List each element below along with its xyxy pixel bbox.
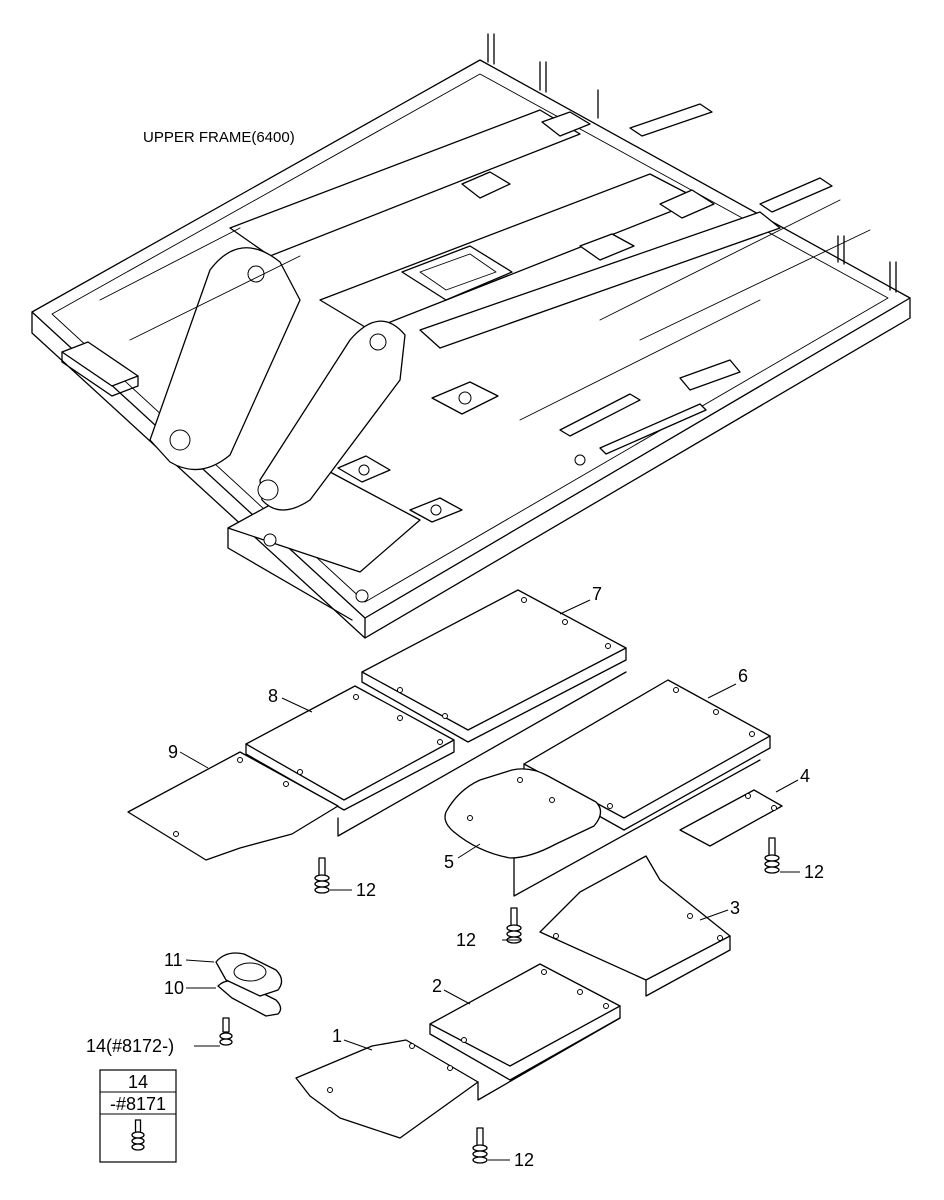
cover-plate-5 [444, 768, 602, 859]
bolt-icon [219, 1017, 233, 1046]
bolts [219, 837, 780, 1164]
cover-plate-9 [127, 751, 339, 861]
frame-title: UPPER FRAME(6400) [143, 129, 295, 146]
bolt-icon [472, 1127, 488, 1164]
cover-plate-10 [217, 980, 282, 1017]
cover-plate-4 [679, 789, 783, 847]
label-12-d: 12 [514, 1150, 534, 1170]
upper-frame-drawing [31, 33, 911, 639]
bolt-icon [506, 907, 522, 944]
cover-plate-7 [361, 589, 627, 731]
cover-plate-3 [539, 855, 731, 981]
leader-lines [179, 599, 800, 1161]
label-12-b: 12 [456, 930, 476, 950]
legend-serial-range: -#8171 [110, 1094, 166, 1114]
label-1: 1 [332, 1026, 342, 1046]
label-5: 5 [444, 852, 454, 872]
bolt-icon [314, 857, 330, 894]
label-10: 10 [164, 978, 184, 998]
bolt-icon [131, 1119, 145, 1151]
bolt-icon [764, 837, 780, 874]
cover-plates [127, 589, 783, 1139]
cover-plate-1 [295, 1039, 479, 1139]
label-7: 7 [592, 584, 602, 604]
label-12-c: 12 [804, 862, 824, 882]
label-12-a: 12 [356, 880, 376, 900]
label-14: 14(#8172-) [86, 1036, 174, 1056]
label-4: 4 [800, 766, 810, 786]
label-3: 3 [730, 898, 740, 918]
legend-part-number: 14 [128, 1072, 148, 1092]
label-11: 11 [164, 950, 183, 970]
part-labels: 7 8 9 6 4 5 3 2 1 11 10 12 12 12 12 14(#… [86, 584, 824, 1170]
legend-box: 14 -#8171 [99, 1069, 177, 1163]
label-2: 2 [432, 976, 442, 996]
label-9: 9 [168, 742, 178, 762]
label-6: 6 [738, 666, 748, 686]
label-8: 8 [268, 686, 278, 706]
